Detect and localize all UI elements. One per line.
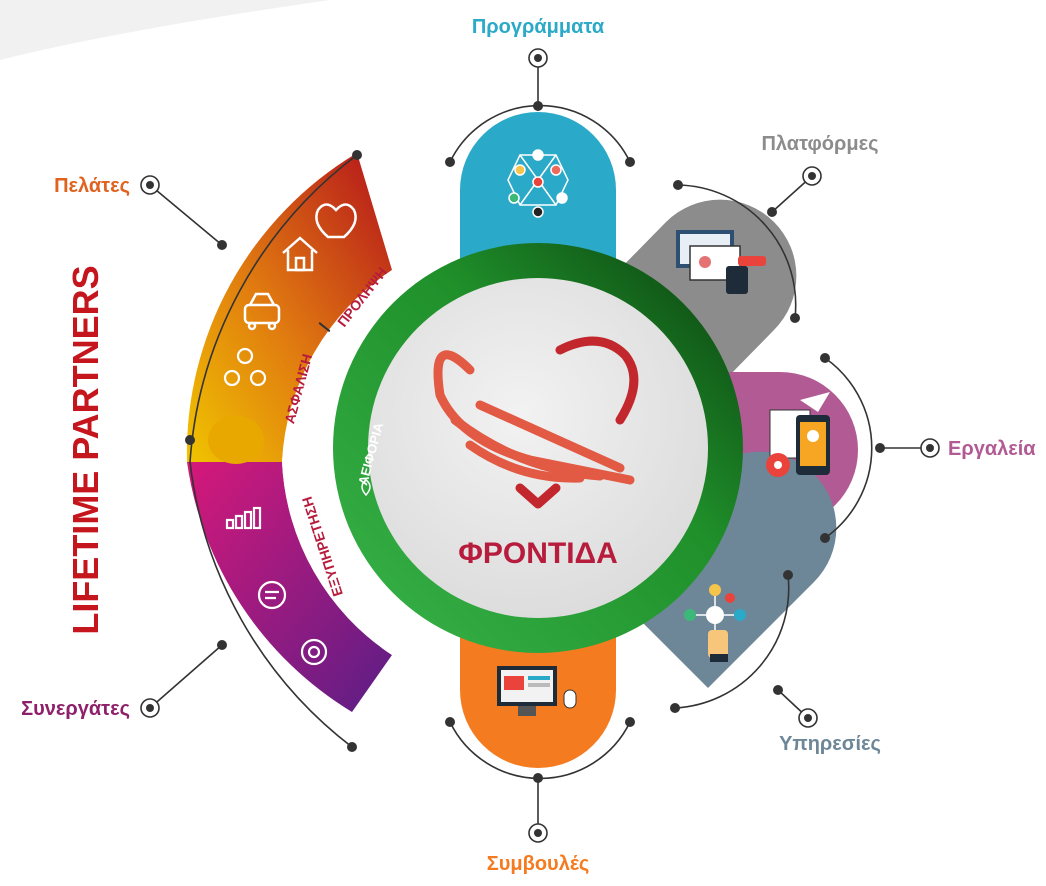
heart-icon [315, 203, 357, 239]
bar-chart-icon [225, 506, 262, 530]
label-platforms: Πλατφόρμες [761, 133, 878, 155]
petal-services[interactable] [600, 451, 837, 688]
arc-band-top [186, 153, 392, 462]
label-programs: Προγράμματα [472, 16, 605, 38]
label-clients: Πελάτες [54, 175, 130, 197]
computer-mouse-icon [497, 666, 577, 716]
gear-icon [300, 638, 328, 666]
lifetime-partners-title: LIFETIME PARTNERS [65, 265, 106, 634]
arc-band-bottom [187, 462, 392, 712]
label-partners: Συνεργάτες [21, 698, 130, 720]
left-connector-lines [149, 154, 358, 748]
label-services: Υπηρεσίες [779, 733, 881, 755]
group-icon [223, 347, 267, 387]
home-icon [282, 236, 318, 272]
network-cube-icon [507, 149, 569, 218]
center-disc [368, 278, 708, 618]
label-tools: Εργαλεία [948, 438, 1036, 460]
car-icon [243, 292, 281, 331]
mobile-settings-icon [766, 392, 830, 477]
touch-network-icon [684, 584, 746, 662]
center-title: ΦΡΟΝΤΙΔΑ [458, 537, 618, 570]
chat-bubble-icon [257, 580, 287, 610]
devices-chat-icon [676, 230, 766, 294]
background-sweep [0, 0, 330, 60]
winged-heart-logo [433, 336, 639, 509]
label-advice: Συμβουλές [487, 853, 590, 875]
leaf-icon [361, 479, 371, 497]
